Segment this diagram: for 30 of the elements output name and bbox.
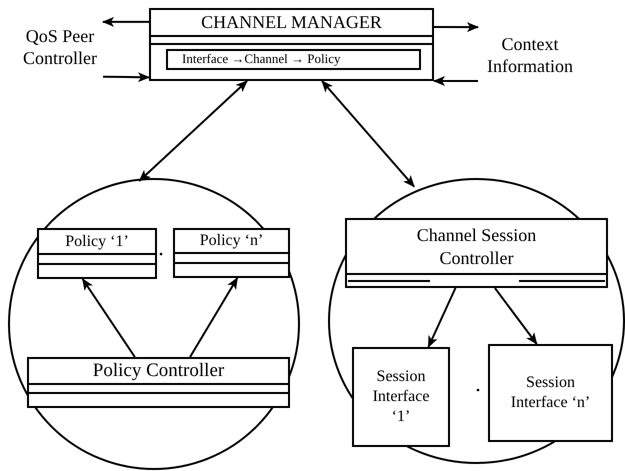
node-label: QoS Peer Controller bbox=[22, 24, 98, 70]
class-box bbox=[37, 228, 157, 279]
node-label: Policy Controller bbox=[92, 359, 224, 383]
controller-box bbox=[345, 218, 608, 288]
class-box bbox=[27, 357, 290, 408]
arrow bbox=[494, 287, 538, 345]
node-label: Session Interface ‘1’ bbox=[372, 367, 430, 427]
interface-box bbox=[488, 344, 613, 442]
arrow bbox=[321, 80, 415, 188]
arrow bbox=[102, 72, 150, 82]
arrow bbox=[82, 278, 136, 358]
node-label: Policy ‘n’ bbox=[200, 231, 264, 251]
arrow bbox=[138, 80, 248, 182]
arrow bbox=[428, 288, 456, 348]
interface-box bbox=[352, 347, 450, 447]
node-label: Interface →Channel → Policy bbox=[182, 51, 340, 68]
node-label: CHANNEL MANAGER bbox=[201, 10, 382, 34]
manager-box bbox=[149, 8, 434, 81]
arrow bbox=[189, 277, 238, 358]
node-label: Session Interface ‘n’ bbox=[510, 373, 592, 413]
arrow bbox=[433, 76, 478, 86]
arrow bbox=[434, 22, 479, 32]
inner-box bbox=[166, 49, 421, 70]
node-label: Policy ‘1’ bbox=[65, 232, 129, 252]
arrow bbox=[102, 16, 149, 27]
node-label: Channel Session Controller bbox=[416, 224, 538, 269]
class-box bbox=[173, 228, 290, 278]
node-label: Context Information bbox=[486, 32, 574, 78]
ellipse-outline bbox=[8, 178, 300, 470]
ellipse-outline bbox=[328, 178, 625, 464]
